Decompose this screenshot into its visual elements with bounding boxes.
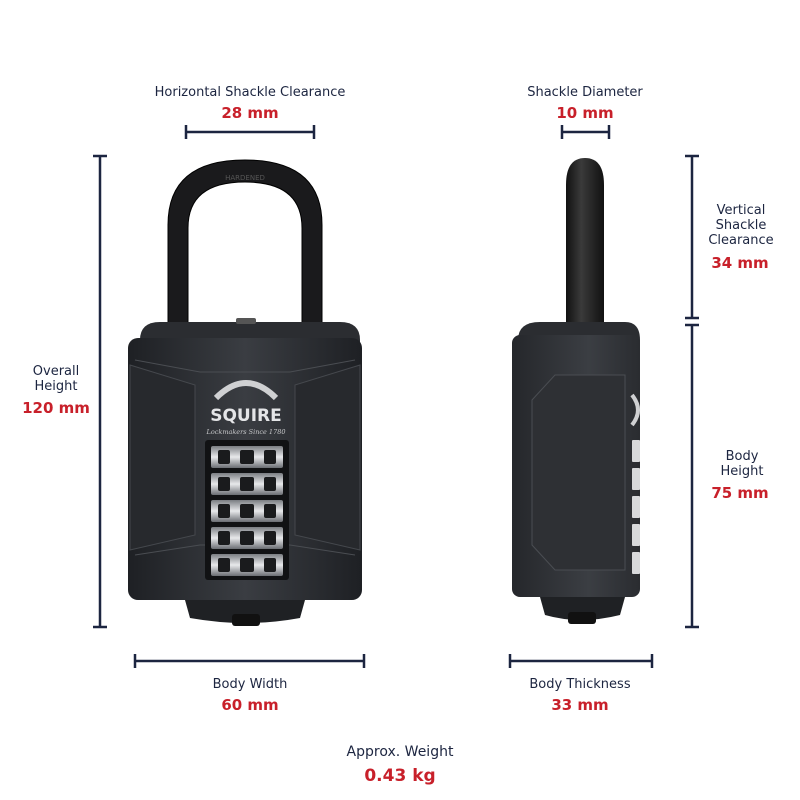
body-thickness-label: Body Thickness <box>529 677 631 692</box>
body-height-line2: Height <box>720 464 764 479</box>
combination-dials <box>211 446 283 576</box>
side-shackle <box>566 158 604 325</box>
shackle-diameter-value: 10 mm <box>556 104 614 122</box>
vertical-shackle-clearance-line2: Shackle <box>715 218 767 233</box>
overall-height-line2: Height <box>34 379 78 394</box>
front-padlock: HARDENED SQUIRE Lockmakers Since 1780 <box>128 159 362 626</box>
shackle-diameter-label: Shackle Diameter <box>527 85 643 100</box>
brand-logo: SQUIRE <box>210 406 282 426</box>
horizontal-shackle-clearance-label: Horizontal Shackle Clearance <box>154 85 346 100</box>
weight-value: 0.43 kg <box>364 766 436 786</box>
vertical-shackle-clearance-line3: Clearance <box>708 233 774 248</box>
front-shackle <box>167 159 323 331</box>
shackle-engraving: HARDENED <box>225 174 265 182</box>
overall-height-value: 120 mm <box>22 399 90 417</box>
brand-tagline: Lockmakers Since 1780 <box>206 428 286 436</box>
overall-height-label: Overall Height <box>14 364 98 394</box>
body-height-line1: Body <box>725 449 759 464</box>
body-thickness-value: 33 mm <box>551 696 609 714</box>
horizontal-shackle-clearance-value: 28 mm <box>221 104 279 122</box>
vertical-shackle-clearance-value: 34 mm <box>711 254 769 272</box>
side-padlock <box>512 158 640 624</box>
vertical-shackle-clearance-line1: Vertical <box>716 203 766 218</box>
body-height-label: Body Height <box>702 449 782 479</box>
weight-label: Approx. Weight <box>346 744 454 760</box>
body-height-value: 75 mm <box>711 484 769 502</box>
body-width-value: 60 mm <box>221 696 279 714</box>
body-width-label: Body Width <box>212 677 288 692</box>
dimension-lines <box>93 125 699 668</box>
vertical-shackle-clearance-label: Vertical Shackle Clearance <box>700 203 782 248</box>
overall-height-line1: Overall <box>32 364 80 379</box>
